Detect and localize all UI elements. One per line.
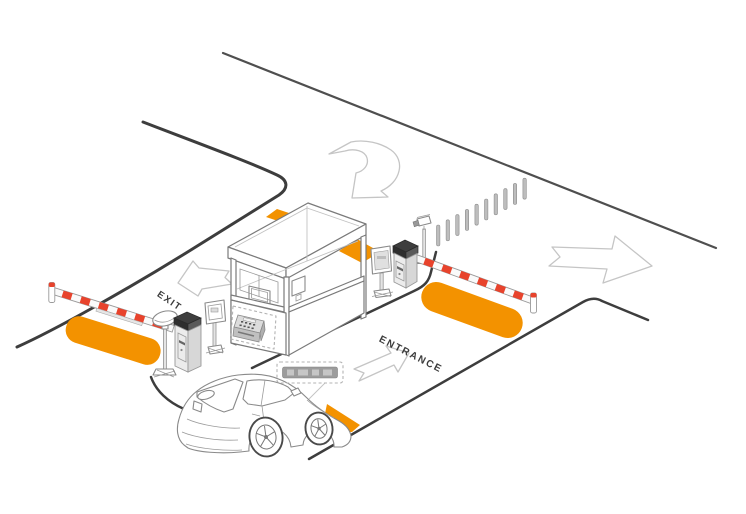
- booth-controller-callout: [230, 305, 277, 350]
- car-front-wheel: [304, 411, 334, 446]
- ticket-slot: [179, 340, 185, 346]
- guard-booth: [227, 202, 367, 357]
- island-curb-entrance-side: [250, 250, 438, 370]
- road-markings: [328, 140, 653, 284]
- exit-ticket-kiosk: [173, 311, 202, 373]
- card-reader-sign: [204, 299, 227, 355]
- exit-lane: [48, 260, 233, 418]
- booth-lower-wall-right: [288, 280, 365, 356]
- road-far-curb: [221, 51, 718, 250]
- road-marker-exit: [266, 209, 292, 222]
- entrance-ground-loop: [421, 282, 523, 338]
- road-turn-arrow-icon: [328, 140, 401, 199]
- entrance-barrier-arm: [412, 253, 537, 314]
- booth-wall-panel: [291, 275, 306, 297]
- car-side-windows: [242, 379, 295, 407]
- exit-camera: [152, 310, 178, 378]
- booth-window: [239, 268, 279, 304]
- exit-lane-arrow-icon: [177, 260, 233, 297]
- main-road: [15, 51, 718, 461]
- road-crossing-markers: [266, 209, 380, 263]
- vehicle-tag-callout: [276, 361, 344, 400]
- bollard-row: [436, 177, 527, 247]
- road-near-curb-left: [15, 120, 288, 349]
- entrance-lane: [353, 177, 537, 382]
- entrance-ticket-kiosk: [392, 239, 419, 289]
- exit-ground-loop: [65, 316, 161, 365]
- booth-interior-lines: [236, 206, 359, 290]
- dome-camera-icon: [152, 310, 178, 327]
- entrance-camera: [412, 214, 432, 265]
- entrance-lane-arrow-icon: [353, 345, 410, 382]
- led-display-sign: [370, 245, 394, 299]
- ticket-slot: [397, 266, 403, 272]
- car-roof-detail: [197, 389, 215, 401]
- controller-keys: [239, 321, 256, 330]
- car-mirror: [290, 387, 302, 397]
- car: [176, 373, 352, 458]
- road-marker-entrance: [339, 239, 380, 263]
- led-screen: [373, 250, 390, 271]
- car-rear-wheel: [248, 416, 284, 458]
- road-near-curb-right: [307, 297, 650, 461]
- car-zone: [176, 361, 360, 458]
- car-taillight: [192, 400, 203, 413]
- road-straight-arrow-icon: [548, 235, 653, 284]
